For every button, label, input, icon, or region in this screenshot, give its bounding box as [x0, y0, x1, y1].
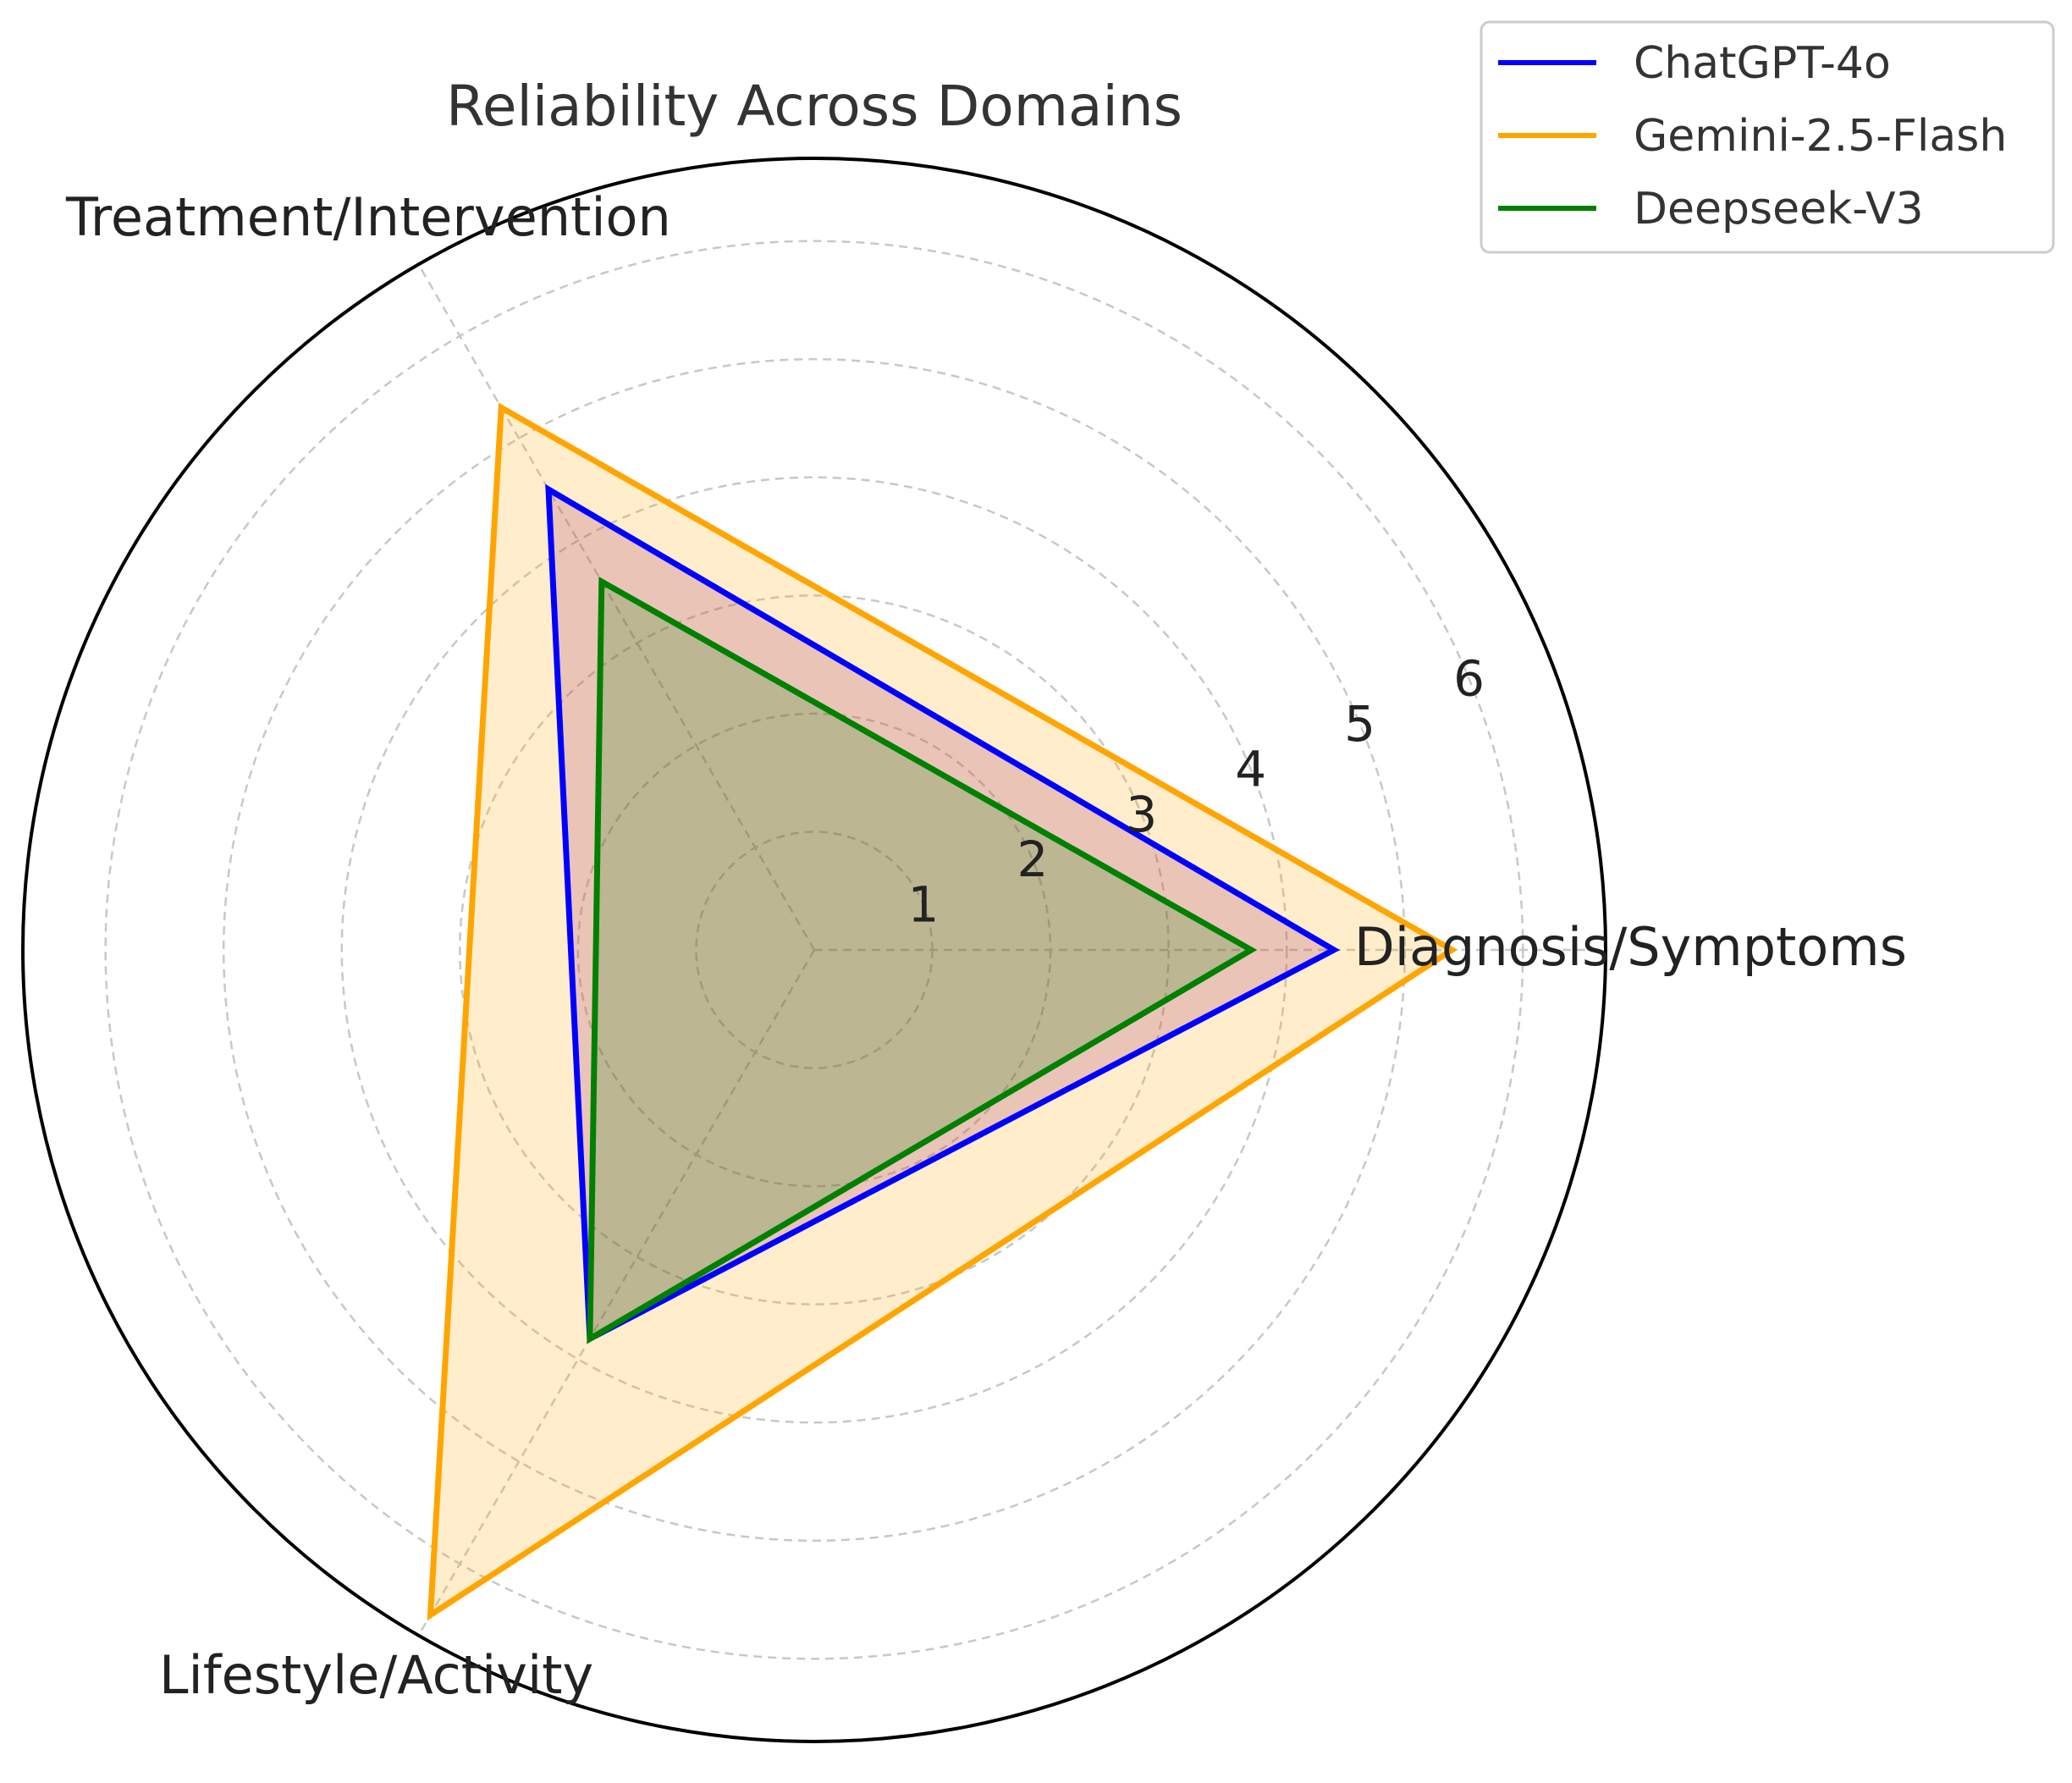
grid-ring-3 — [459, 594, 1170, 1306]
radial-tick-label-4: 4 — [1235, 740, 1266, 798]
series-fill-chatgpt-4o — [548, 489, 1334, 1339]
series-fill-deepseek-v3 — [589, 581, 1252, 1339]
grid-ring-4 — [340, 476, 1288, 1424]
series-line-gemini-2-5-flash — [427, 402, 1458, 1621]
axis-labels: Diagnosis/Symptoms Treatment/Interventio… — [65, 186, 1907, 1706]
outer-frame — [21, 157, 1607, 1743]
radial-tick-labels: 1 2 3 4 5 6 — [907, 650, 1485, 934]
legend-box — [1480, 20, 2055, 254]
radial-grid — [21, 157, 1607, 1743]
radial-tick-label-6: 6 — [1453, 650, 1485, 708]
axis-label-diagnosis: Diagnosis/Symptoms — [1354, 916, 1907, 978]
radial-tick-label-5: 5 — [1344, 695, 1375, 753]
radial-tick-label-1: 1 — [907, 876, 939, 934]
radial-tick-label-3: 3 — [1126, 786, 1157, 843]
series-fill-gemini-2-5-flash — [430, 407, 1452, 1615]
legend-label-chatgpt: ChatGPT-4o — [1634, 38, 1891, 89]
grid-spoke-3 — [417, 949, 816, 1637]
series-layer — [427, 402, 1458, 1621]
legend-label-gemini: Gemini-2.5-Flash — [1634, 111, 2007, 162]
legend: ChatGPT-4o Gemini-2.5-Flash Deepseek-V3 — [1480, 20, 2055, 254]
grid-spoke-2 — [417, 263, 816, 951]
radial-tick-label-2: 2 — [1017, 831, 1048, 888]
chart-title: Reliability Across Domains — [446, 74, 1182, 139]
series-line-chatgpt-4o — [545, 483, 1341, 1344]
axis-label-lifestyle: Lifestyle/Activity — [159, 1644, 593, 1706]
axis-label-treatment: Treatment/Intervention — [65, 186, 671, 248]
series-line-deepseek-v3 — [587, 576, 1258, 1344]
legend-label-deepseek: Deepseek-V3 — [1634, 184, 1924, 235]
